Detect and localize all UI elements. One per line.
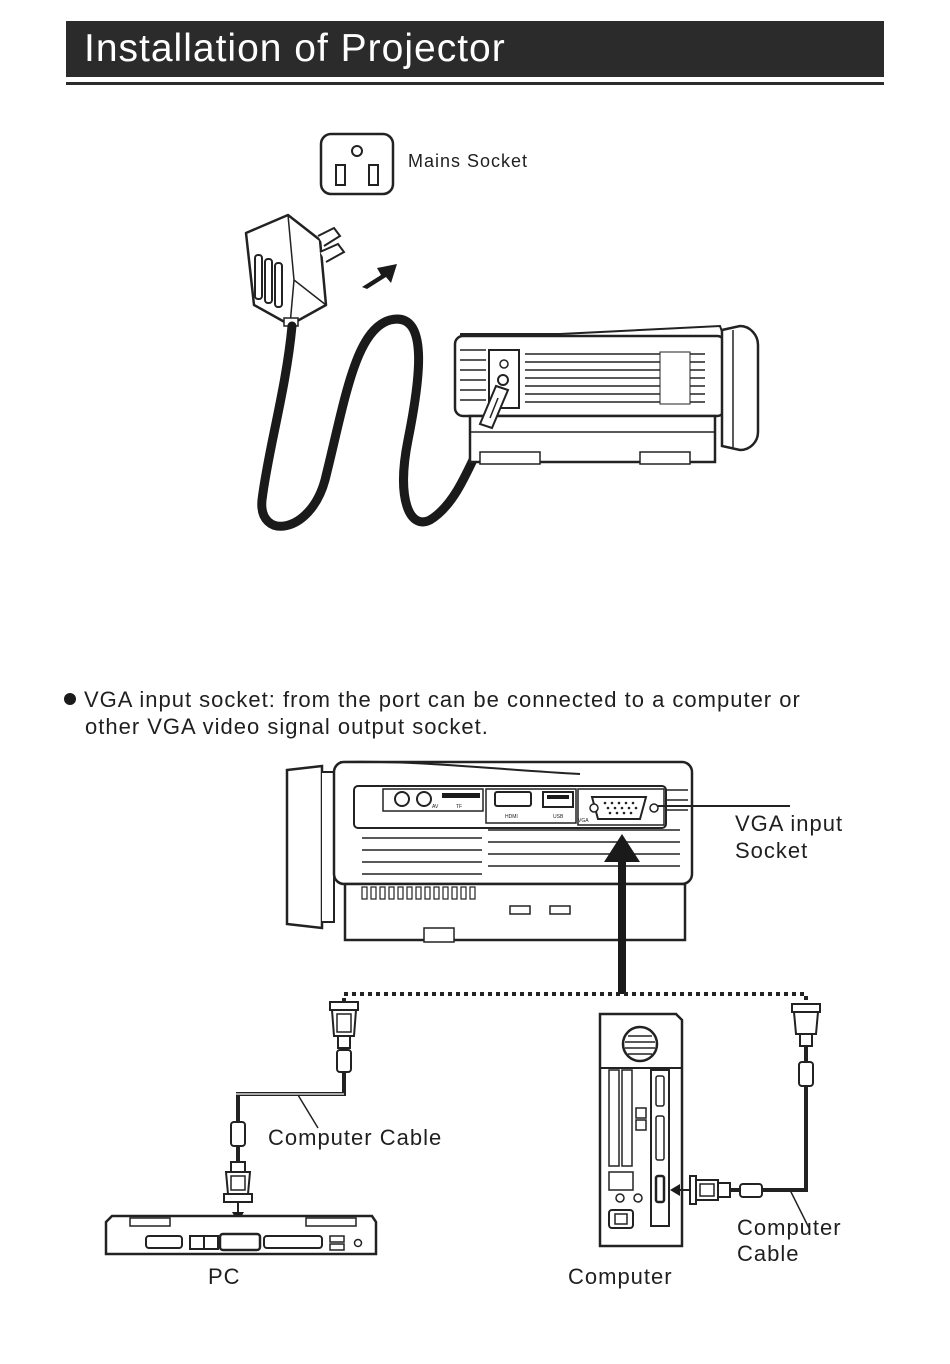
av-port-label: AV [432,804,439,810]
plug-in-arrow-icon [362,264,397,289]
hdmi-port-label: HDMI [505,814,518,820]
vga-plug-bottom-icon [224,1162,252,1202]
vga-plug-side-icon [690,1176,730,1204]
computer-cable-right-label-line1: Computer [737,1215,842,1241]
computer-cable-left-leader [298,1095,318,1128]
computer-cable-left [238,1072,344,1122]
ferrite-core-icon [231,1122,245,1146]
vga-port-label: VGA [578,818,589,824]
dotted-connection-line [344,994,806,1004]
pc-label: PC [208,1264,241,1290]
bullet-dot-icon [64,693,76,705]
vga-plug-right-icon [792,1004,820,1046]
vga-plug-icon [330,1002,358,1072]
bullet-text: VGA input socket: from the port can be c… [84,687,801,712]
mains-socket-icon [321,134,393,194]
mains-socket-label: Mains Socket [408,151,528,172]
usb-port-label: USB [553,814,564,820]
laptop-pc-icon [106,1216,376,1254]
vga-input-label-line2: Socket [735,838,808,864]
computer-cable-left-label: Computer Cable [268,1125,442,1151]
ferrite-core-side-icon [740,1184,762,1197]
power-adapter-icon [246,215,344,326]
tf-port-label: TF [456,804,462,810]
computer-cable-right-label-line2: Cable [737,1241,799,1267]
desktop-tower-icon [600,1014,682,1246]
ferrite-core-right-icon [799,1062,813,1086]
power-cable [262,319,487,526]
bullet-text: other VGA video signal output socket. [85,714,489,739]
vga-input-label-line1: VGA input [735,811,843,837]
bullet-text-line-1: VGA input socket: from the port can be c… [64,687,884,713]
computer-label: Computer [568,1264,673,1290]
bullet-text-line-2: other VGA video signal output socket. [85,714,905,740]
